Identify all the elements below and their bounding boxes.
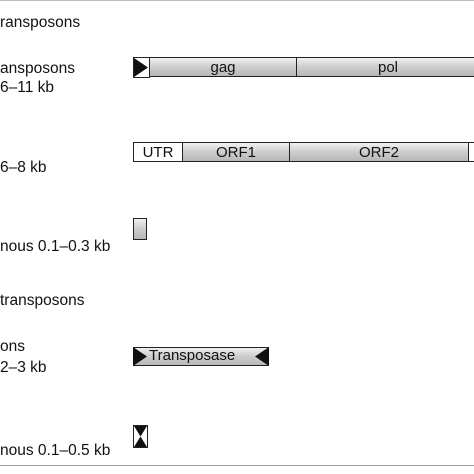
mite-element	[133, 425, 148, 448]
transposase-segment	[133, 347, 269, 366]
section-heading-class2: transposons	[0, 292, 85, 309]
group-size-line: 6–8 kb	[0, 159, 47, 176]
mite-tir-top-icon	[134, 426, 147, 437]
line-3utr-segment	[468, 142, 474, 162]
sine-element	[133, 218, 147, 240]
pol-segment: pol	[296, 57, 474, 77]
orf2-segment: ORF2	[289, 142, 469, 162]
utr-label: UTR	[142, 143, 174, 161]
group-label-dna: ons	[0, 338, 25, 355]
orf2-label: ORF2	[358, 143, 399, 161]
utr-segment: UTR	[133, 142, 183, 162]
frame-bottom-line	[0, 465, 474, 466]
orf1-segment: ORF1	[182, 142, 290, 162]
ltr-left-repeat-icon	[133, 57, 150, 78]
mite-tir-bottom-icon	[134, 436, 147, 447]
gag-label: gag	[210, 58, 236, 76]
group-label-mite: nous 0.1–0.5 kb	[0, 442, 111, 459]
tir-left-arrow-icon	[133, 347, 147, 366]
transposase-label: Transposase	[149, 347, 236, 364]
line-element: UTR ORF1 ORF2	[0, 142, 474, 166]
group-size-dna: 2–3 kb	[0, 359, 47, 376]
group-size-ltr: 6–11 kb	[0, 79, 55, 96]
group-label-ltr: ansposons	[0, 60, 75, 77]
frame-top-line	[0, 0, 474, 1]
dna-transposon-element: Transposase	[0, 346, 474, 370]
group-label-sine: nous 0.1–0.3 kb	[0, 238, 111, 255]
pol-label: pol	[377, 58, 399, 76]
ltr-element: gag pol	[0, 57, 474, 81]
tir-right-arrow-icon	[255, 347, 269, 366]
orf1-label: ORF1	[215, 143, 256, 161]
section-heading-class1: ransposons	[0, 14, 81, 31]
gag-segment: gag	[149, 57, 297, 77]
